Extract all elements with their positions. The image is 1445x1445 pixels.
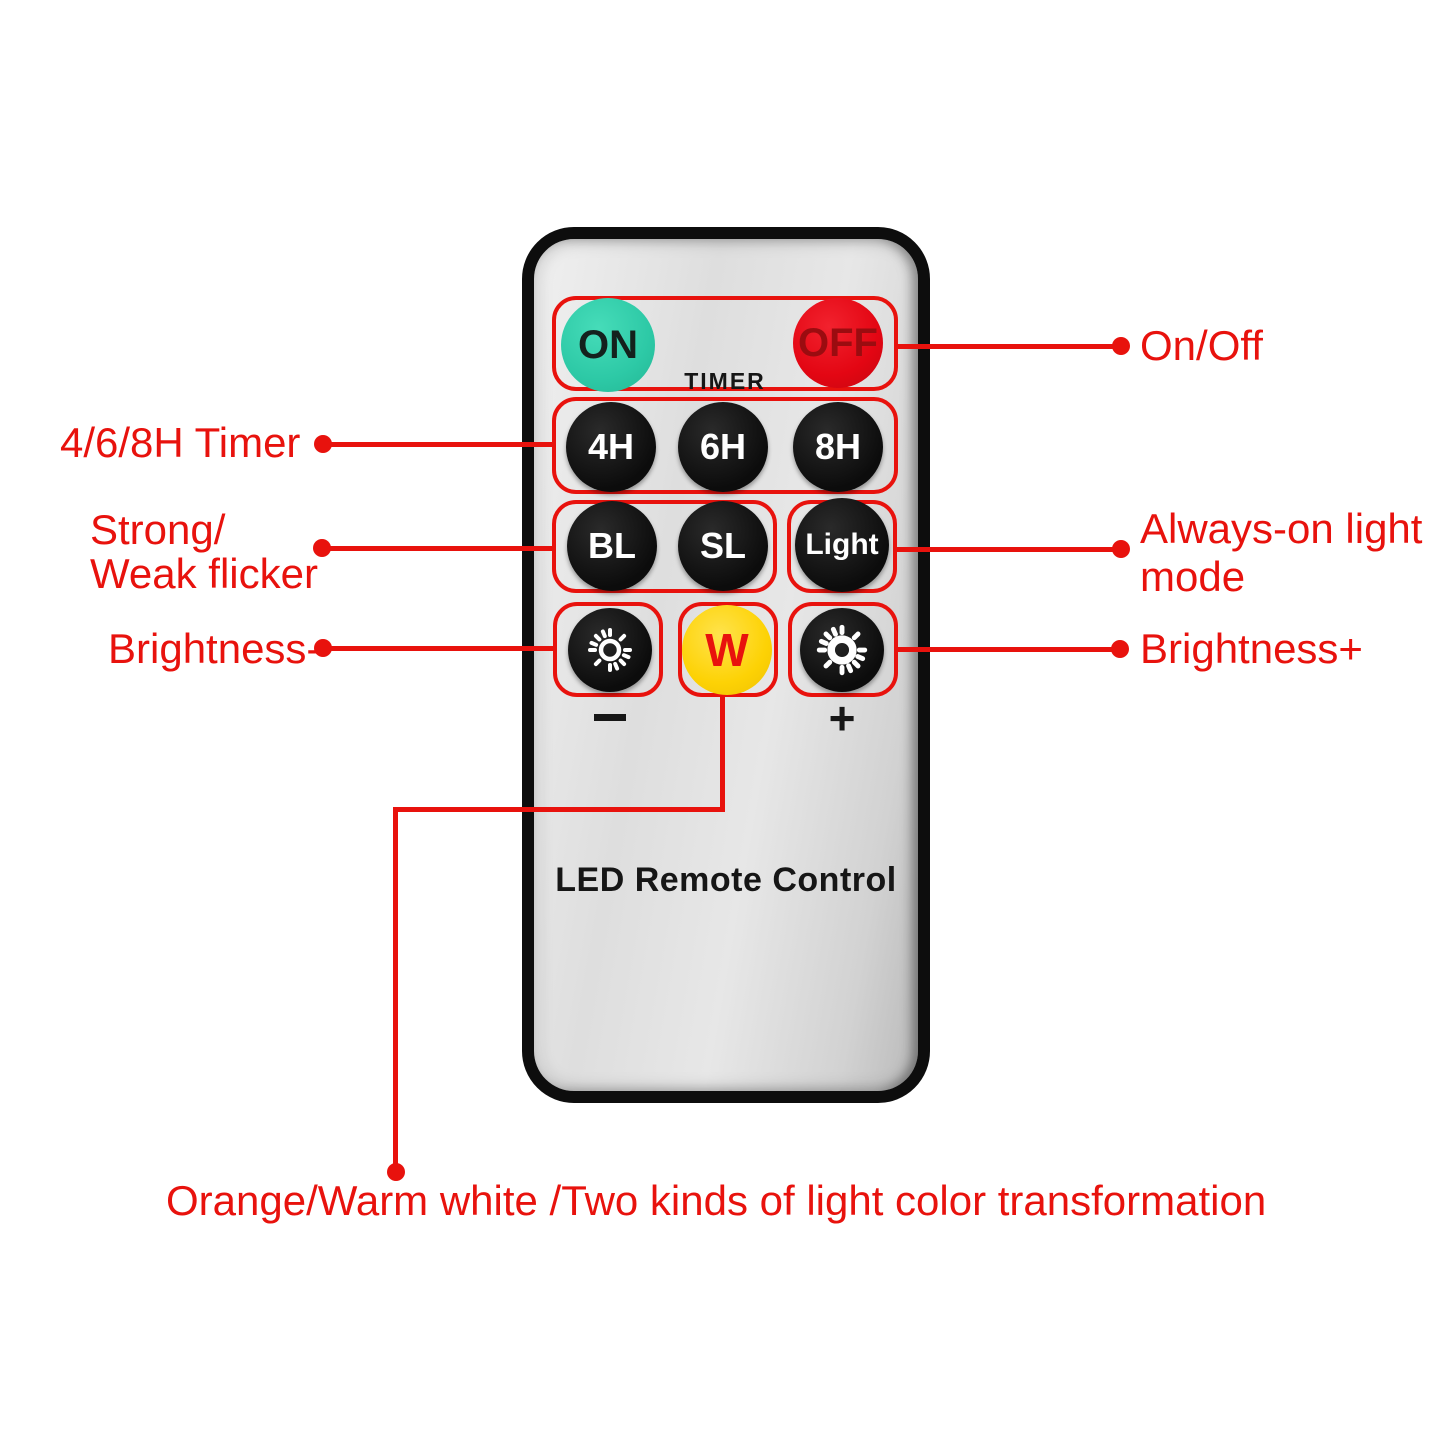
brightness-plus-button: [800, 608, 884, 692]
timer-section-label: TIMER: [684, 368, 766, 394]
annotation-line-always-on: [897, 547, 1121, 552]
sun-bright-icon: [816, 624, 868, 676]
label-flicker: Strong/ Weak flicker: [90, 508, 318, 596]
label-timer: 4/6/8H Timer: [60, 419, 301, 466]
label-brightness-plus: Brightness+: [1140, 625, 1363, 672]
annotation-dot-timer: [314, 435, 332, 453]
label-flicker-line2: Weak flicker: [90, 550, 318, 597]
on-button: ON: [561, 298, 655, 392]
label-on-off: On/Off: [1140, 322, 1263, 369]
bl-strong-flicker-button: BL: [567, 501, 657, 591]
annotation-dot-on-off: [1112, 337, 1130, 355]
annotation-dot-brightness-minus: [314, 639, 332, 657]
sun-dim-icon: [586, 626, 634, 674]
annotation-line-brightness-plus: [898, 647, 1120, 652]
warm-white-toggle-button: W: [682, 605, 772, 695]
group-box-warm: [678, 602, 778, 697]
annotation-line-brightness-minus: [323, 646, 553, 651]
minus-symbol: [594, 714, 626, 721]
annotation-line-warm-drop: [393, 807, 398, 1170]
timer-6h-button: 6H: [678, 402, 768, 492]
label-always-on-line1: Always-on light: [1140, 505, 1423, 552]
annotation-dot-always-on: [1112, 540, 1130, 558]
label-flicker-line1: Strong/: [90, 506, 226, 553]
label-always-on-line2: mode: [1140, 553, 1246, 600]
group-box-on-off: [552, 296, 898, 391]
group-box-timer: [552, 397, 898, 494]
remote-brand-text: LED Remote Control: [555, 861, 897, 899]
annotation-dot-brightness-plus: [1111, 640, 1129, 658]
annotation-dot-flicker: [313, 539, 331, 557]
timer-8h-button: 8H: [793, 402, 883, 492]
group-box-brightness-minus: [553, 602, 663, 697]
label-brightness-minus: Brightness-: [108, 625, 321, 672]
annotation-line-warm-vertical: [720, 697, 725, 809]
off-button: OFF: [793, 298, 883, 388]
light-mode-button: Light: [795, 498, 889, 592]
annotation-dot-warm: [387, 1163, 405, 1181]
label-always-on: Always-on light mode: [1140, 505, 1422, 601]
group-box-flicker: [552, 500, 777, 593]
annotation-line-timer: [323, 442, 553, 447]
sl-weak-flicker-button: SL: [678, 501, 768, 591]
label-color-transform: Orange/Warm white /Two kinds of light co…: [166, 1177, 1267, 1224]
annotation-line-flicker: [322, 546, 553, 551]
brightness-minus-button: [568, 608, 652, 692]
group-box-brightness-plus: [788, 602, 898, 697]
annotation-line-on-off: [898, 344, 1121, 349]
plus-symbol: +: [828, 692, 856, 744]
timer-4h-button: 4H: [566, 402, 656, 492]
annotation-line-warm-horizontal: [395, 807, 725, 812]
led-remote-control: ON OFF TIMER 4H 6H 8H BL SL Light: [522, 227, 930, 1103]
remote-face: ON OFF TIMER 4H 6H 8H BL SL Light: [534, 239, 918, 1091]
